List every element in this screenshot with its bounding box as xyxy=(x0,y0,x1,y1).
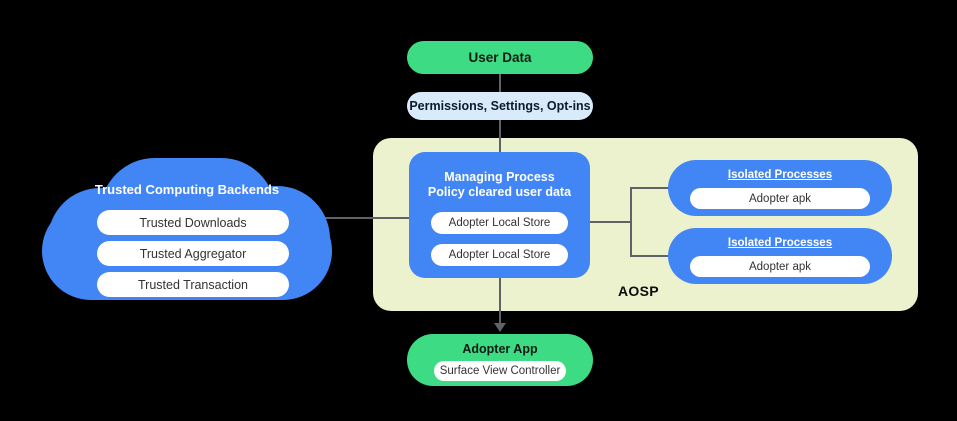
connector-branch-iso-bottom xyxy=(630,255,670,257)
user-data-node[interactable]: User Data xyxy=(407,41,593,74)
cloud-item-label: Trusted Aggregator xyxy=(139,246,247,261)
connector-branch-iso-top xyxy=(630,187,670,189)
managing-process-node[interactable]: Managing Process Policy cleared user dat… xyxy=(409,152,590,278)
connector-managing-branch xyxy=(590,221,632,223)
connector-userdata-permissions xyxy=(499,74,501,92)
surface-view-controller-label: Surface View Controller xyxy=(439,365,561,377)
connector-permissions-managing xyxy=(499,120,501,152)
surface-view-controller[interactable]: Surface View Controller xyxy=(434,361,566,381)
isolated-process-node-2[interactable]: Isolated Processes Adopter apk xyxy=(668,228,892,284)
adopter-local-store-2[interactable]: Adopter Local Store xyxy=(431,244,568,266)
adopter-apk-label: Adopter apk xyxy=(748,260,811,273)
adopter-apk-1[interactable]: Adopter apk xyxy=(690,188,870,209)
managing-process-title-line1: Managing Process xyxy=(444,170,555,184)
arrow-down-icon xyxy=(494,323,506,332)
cloud-item-label: Trusted Transaction xyxy=(137,277,248,292)
adopter-app-title: Adopter App xyxy=(462,342,538,356)
adopter-local-store-1[interactable]: Adopter Local Store xyxy=(431,212,568,234)
permissions-node[interactable]: Permissions, Settings, Opt-ins xyxy=(407,92,593,120)
adopter-local-store-label: Adopter Local Store xyxy=(448,217,551,229)
cloud-item-trusted-transaction[interactable]: Trusted Transaction xyxy=(97,272,289,297)
isolated-process-node-1[interactable]: Isolated Processes Adopter apk xyxy=(668,160,892,216)
connector-cloud-managing xyxy=(325,217,410,219)
adopter-apk-label: Adopter apk xyxy=(748,192,811,205)
permissions-label: Permissions, Settings, Opt-ins xyxy=(409,99,591,113)
connector-branch-vertical xyxy=(630,187,632,257)
cloud-title: Trusted Computing Backends xyxy=(94,182,280,197)
cloud-item-label: Trusted Downloads xyxy=(139,215,247,230)
cloud-item-trusted-aggregator[interactable]: Trusted Aggregator xyxy=(97,241,289,266)
isolated-process-title: Isolated Processes xyxy=(727,237,833,249)
managing-process-title: Managing Process Policy cleared user dat… xyxy=(409,170,590,200)
cloud-item-trusted-downloads[interactable]: Trusted Downloads xyxy=(97,210,289,235)
isolated-process-title: Isolated Processes xyxy=(727,169,833,181)
user-data-label: User Data xyxy=(468,50,532,65)
adopter-apk-2[interactable]: Adopter apk xyxy=(690,256,870,277)
aosp-label: AOSP xyxy=(618,283,659,299)
connector-managing-adopter xyxy=(499,278,501,325)
adopter-local-store-label: Adopter Local Store xyxy=(448,249,551,261)
managing-process-title-line2: Policy cleared user data xyxy=(427,185,572,199)
trusted-computing-backends-cloud[interactable]: Trusted Computing Backends Trusted Downl… xyxy=(42,158,332,300)
adopter-app-node[interactable]: Adopter App Surface View Controller xyxy=(407,334,593,386)
